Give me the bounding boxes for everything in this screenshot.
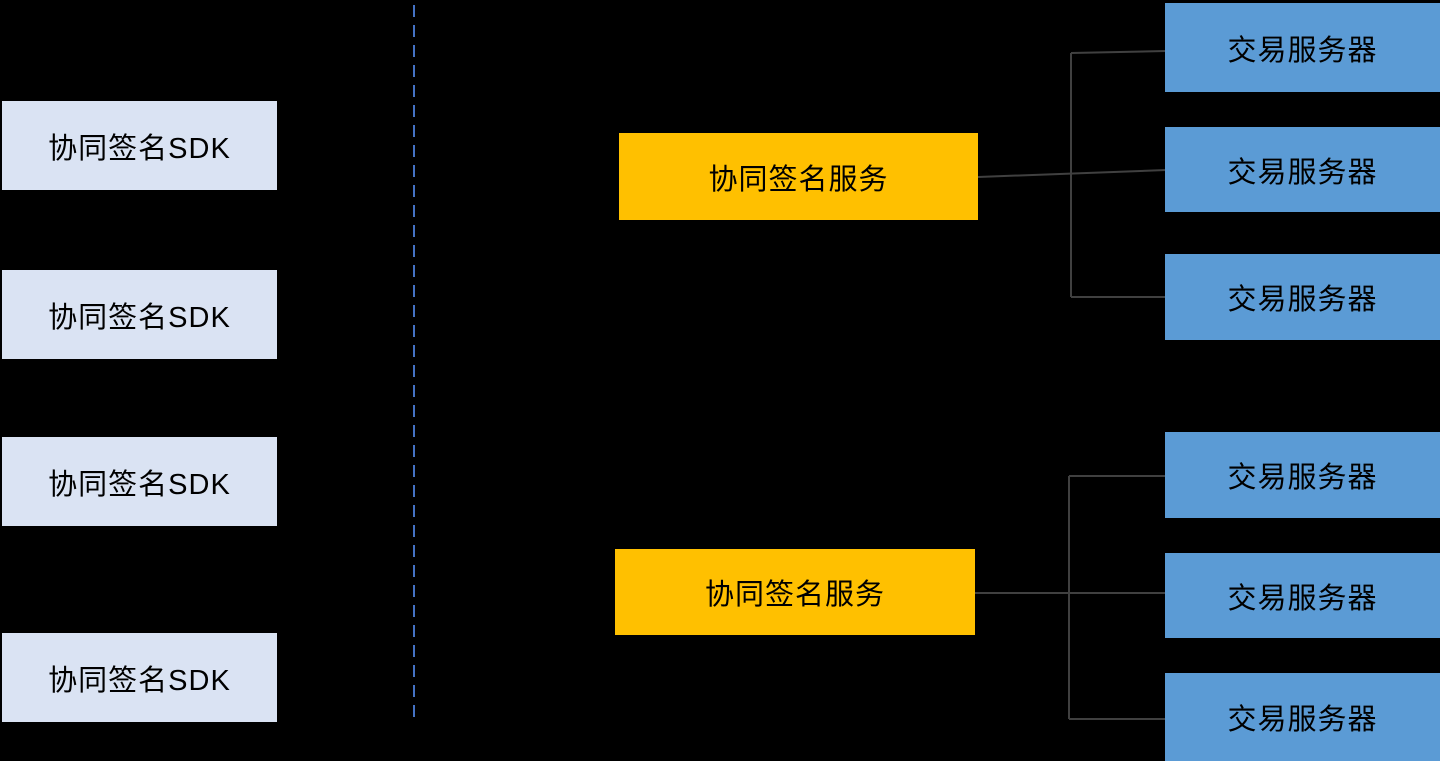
server-box-label: 交易服务器 bbox=[1227, 462, 1378, 494]
server-box-label: 交易服务器 bbox=[1227, 34, 1378, 67]
service-box: 协同签名服务 bbox=[615, 549, 975, 635]
sdk-box: 协同签名SDK bbox=[2, 633, 277, 722]
server-box: 交易服务器 bbox=[1165, 673, 1440, 761]
server-box-label: 交易服务器 bbox=[1227, 582, 1378, 615]
sdk-box-label: 协同签名SDK bbox=[48, 301, 231, 334]
service-box: 协同签名服务 bbox=[619, 133, 978, 220]
server-box: 交易服务器 bbox=[1165, 553, 1440, 638]
server-box-label: 交易服务器 bbox=[1227, 284, 1378, 316]
server-box-label: 交易服务器 bbox=[1227, 704, 1378, 736]
server-box: 交易服务器 bbox=[1165, 432, 1440, 518]
cluster1-branch-top-line bbox=[1070, 50, 1167, 54]
server-box: 交易服务器 bbox=[1165, 254, 1440, 340]
server-box-label: 交易服务器 bbox=[1227, 156, 1378, 189]
service-box-label: 协同签名服务 bbox=[704, 579, 885, 611]
service-box-label: 协同签名服务 bbox=[708, 163, 889, 196]
sdk-box: 协同签名SDK bbox=[2, 270, 277, 359]
cluster1-branch-middle-line bbox=[977, 169, 1167, 178]
sdk-box-label: 协同签名SDK bbox=[48, 132, 231, 165]
server-box: 交易服务器 bbox=[1165, 127, 1440, 212]
sdk-box-label: 协同签名SDK bbox=[48, 664, 231, 697]
sdk-box: 协同签名SDK bbox=[2, 437, 277, 526]
sdk-box-label: 协同签名SDK bbox=[48, 468, 231, 501]
sdk-box: 协同签名SDK bbox=[2, 101, 277, 190]
server-box: 交易服务器 bbox=[1165, 3, 1440, 92]
